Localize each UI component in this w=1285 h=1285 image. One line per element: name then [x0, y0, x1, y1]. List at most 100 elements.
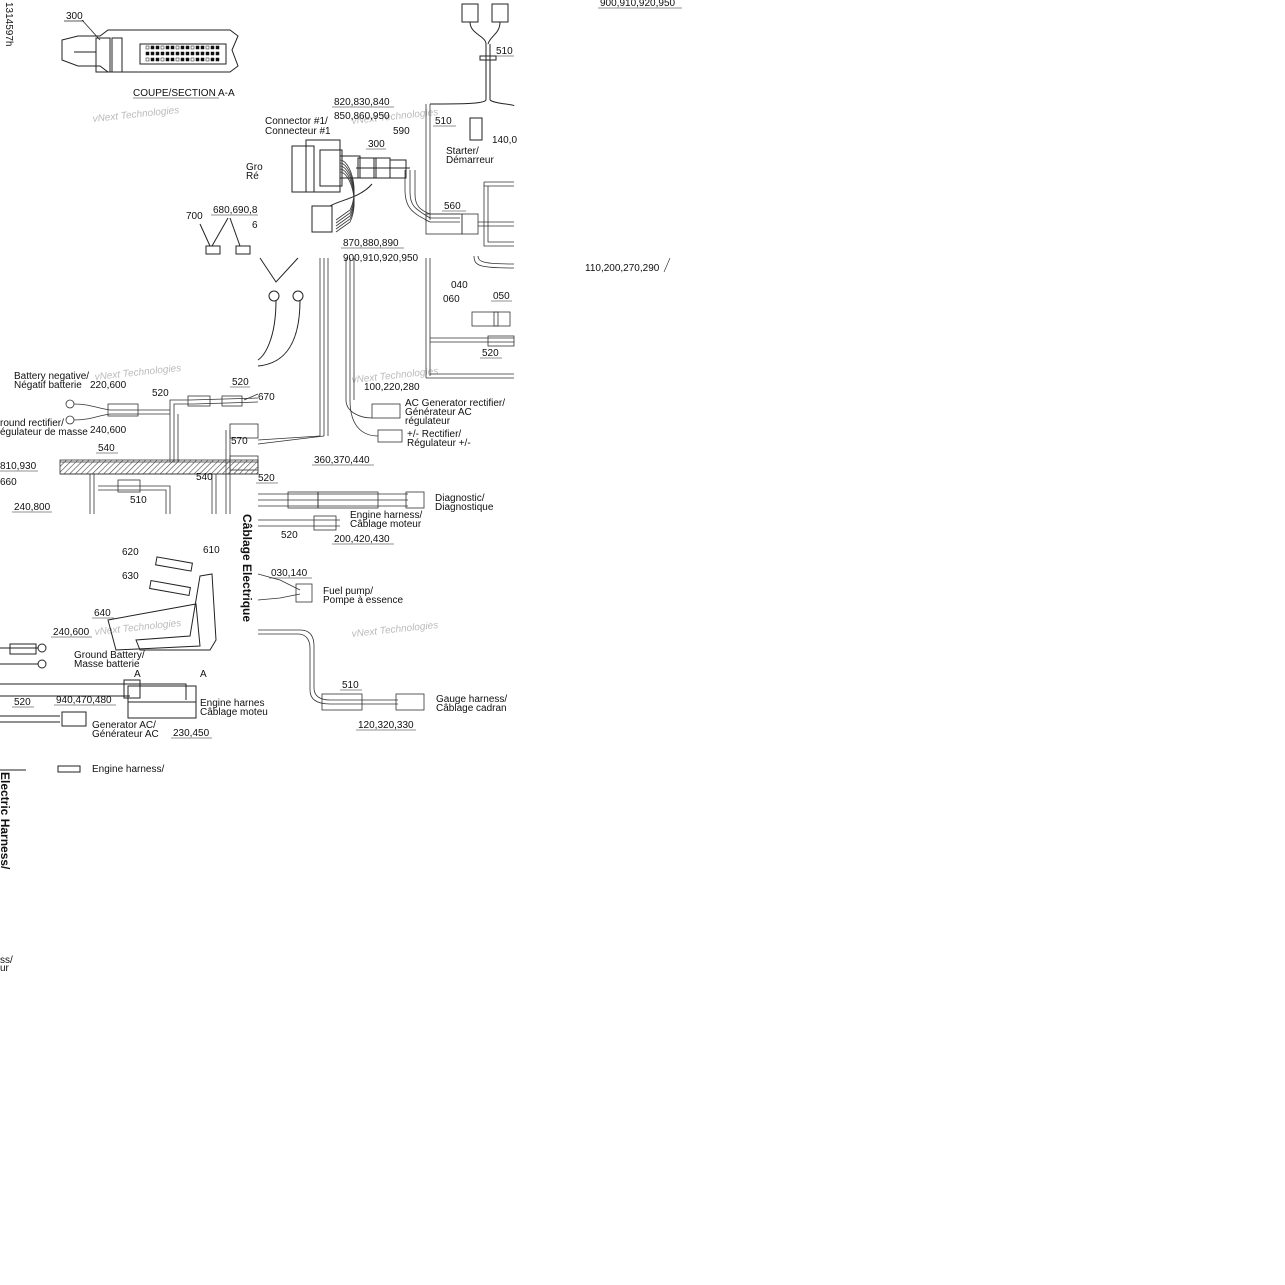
label-110: 110,200,270,290: [585, 263, 660, 274]
label-diag-b: Diagnostique: [435, 502, 494, 513]
label-rect-pm-a: +/- Rectifier/: [407, 429, 461, 440]
harness-wire: [335, 159, 355, 221]
part-number-300: 300: [66, 11, 83, 22]
connector-pin: [165, 45, 170, 50]
connector-pin: [215, 57, 220, 62]
connector-pin: [190, 45, 195, 50]
label-diag-a: Diagnostic/: [435, 493, 485, 504]
connector-pin: [180, 45, 185, 50]
label-ground-batt-b: Masse batterie: [74, 659, 140, 670]
label-520-e: 520: [281, 530, 298, 541]
label-tail-a: ss/: [0, 955, 13, 966]
wrapped-loom-540: [59, 459, 259, 475]
label-6: 6: [252, 220, 258, 231]
connector-pin: [195, 51, 200, 56]
label-510-c: 510: [130, 495, 147, 506]
connector-pin: [150, 57, 155, 62]
label-900-top: 900,910,920,950: [600, 0, 676, 9]
label-640: 640: [94, 608, 111, 619]
connector-pin: [205, 57, 210, 62]
label-540-a: 540: [98, 443, 115, 454]
label-610: 610: [203, 545, 220, 556]
label-360: 360,370,440: [314, 455, 370, 466]
harness-wire: [335, 162, 355, 224]
connector-pin-grid: [145, 45, 220, 62]
section-aa-caption: COUPE/SECTION A-A: [133, 88, 235, 99]
label-200: 200,420,430: [334, 534, 390, 545]
connector-pin: [175, 51, 180, 56]
connector-pin: [200, 51, 205, 56]
connector-pin: [160, 57, 165, 62]
connector-pin: [180, 51, 185, 56]
label-040: 040: [451, 280, 468, 291]
connector-pin: [170, 51, 175, 56]
label-850: 850,860,950: [334, 111, 390, 122]
connector-pin: [145, 57, 150, 62]
harness-right-lower: [257, 258, 515, 445]
connector-pin: [185, 51, 190, 56]
label-240-c: 240,600: [53, 627, 90, 638]
label-battery-neg-b: Négatif batterie: [14, 380, 82, 391]
harness-wire: [335, 171, 355, 233]
connector-pin: [170, 45, 175, 50]
top-plugs: [429, 3, 515, 141]
harness-wire: [335, 165, 355, 227]
mini-connectors-700-680: [199, 217, 251, 255]
label-520-c: 520: [152, 388, 169, 399]
connector-pin: [205, 51, 210, 56]
ring-terminals-upper: [257, 257, 304, 367]
harness-diagnostic: [258, 491, 425, 531]
label-ground-rect-a: round rectifier/: [0, 418, 64, 429]
label-ground-batt-a: Ground Battery/: [74, 650, 145, 661]
label-a-left: A: [134, 669, 141, 680]
label-a-right: A: [200, 669, 207, 680]
connector-pin: [210, 57, 215, 62]
label-520-d: 520: [258, 473, 275, 484]
connector-pin: [180, 57, 185, 62]
connector-pin: [205, 45, 210, 50]
label-510-d: 510: [342, 680, 359, 691]
label-gen-ac-a: Generator AC/: [92, 720, 156, 731]
lower-left-bracket: [0, 556, 217, 727]
engine-harness-stub: [0, 765, 81, 773]
harness-right-upper: [404, 104, 515, 269]
label-670: 670: [258, 392, 275, 403]
label-engine3-a: Engine harness/: [92, 764, 164, 775]
connector-pin: [190, 57, 195, 62]
wire-bundle-main: [335, 159, 355, 233]
label-060: 060: [443, 294, 460, 305]
label-560: 560: [444, 201, 461, 212]
label-820: 820,830,840: [334, 97, 390, 108]
title-electric-harness: Electric Harness/: [0, 772, 12, 870]
label-570: 570: [231, 436, 248, 447]
connector-pin: [215, 51, 220, 56]
label-starter-a: Starter/: [446, 146, 479, 157]
label-940: 940,470,480: [56, 695, 112, 706]
connector-pin: [185, 45, 190, 50]
label-connector1-b: Connecteur #1: [265, 126, 331, 137]
label-810: 810,930: [0, 461, 37, 472]
label-240-b: 240,800: [14, 502, 51, 513]
label-870: 870,880,890: [343, 238, 399, 249]
label-660: 660: [0, 477, 17, 488]
label-ground-rect-b: égulateur de masse: [0, 427, 88, 438]
label-ground-reg-a: Gro: [246, 162, 263, 173]
connector-pin: [175, 57, 180, 62]
connector-pin: [190, 51, 195, 56]
label-tail-b: ur: [0, 963, 10, 974]
label-engine1-b: Câblage moteur: [350, 519, 422, 530]
connector-pin: [175, 45, 180, 50]
label-520-f: 520: [14, 697, 31, 708]
connector-pin: [170, 57, 175, 62]
connector-pin: [210, 51, 215, 56]
label-gauge-a: Gauge harness/: [436, 694, 507, 705]
connector-pin: [150, 45, 155, 50]
label-engine2-b: Câblage moteu: [200, 707, 268, 718]
label-rect-pm-b: Régulateur +/-: [407, 438, 471, 449]
label-battery-neg-a: Battery negative/: [14, 371, 89, 382]
harness-fuel-gauge: [257, 573, 425, 711]
connector-pin: [155, 57, 160, 62]
label-ground-reg-b: Ré: [246, 171, 259, 182]
section-aa-connector-drawing: [61, 29, 239, 73]
